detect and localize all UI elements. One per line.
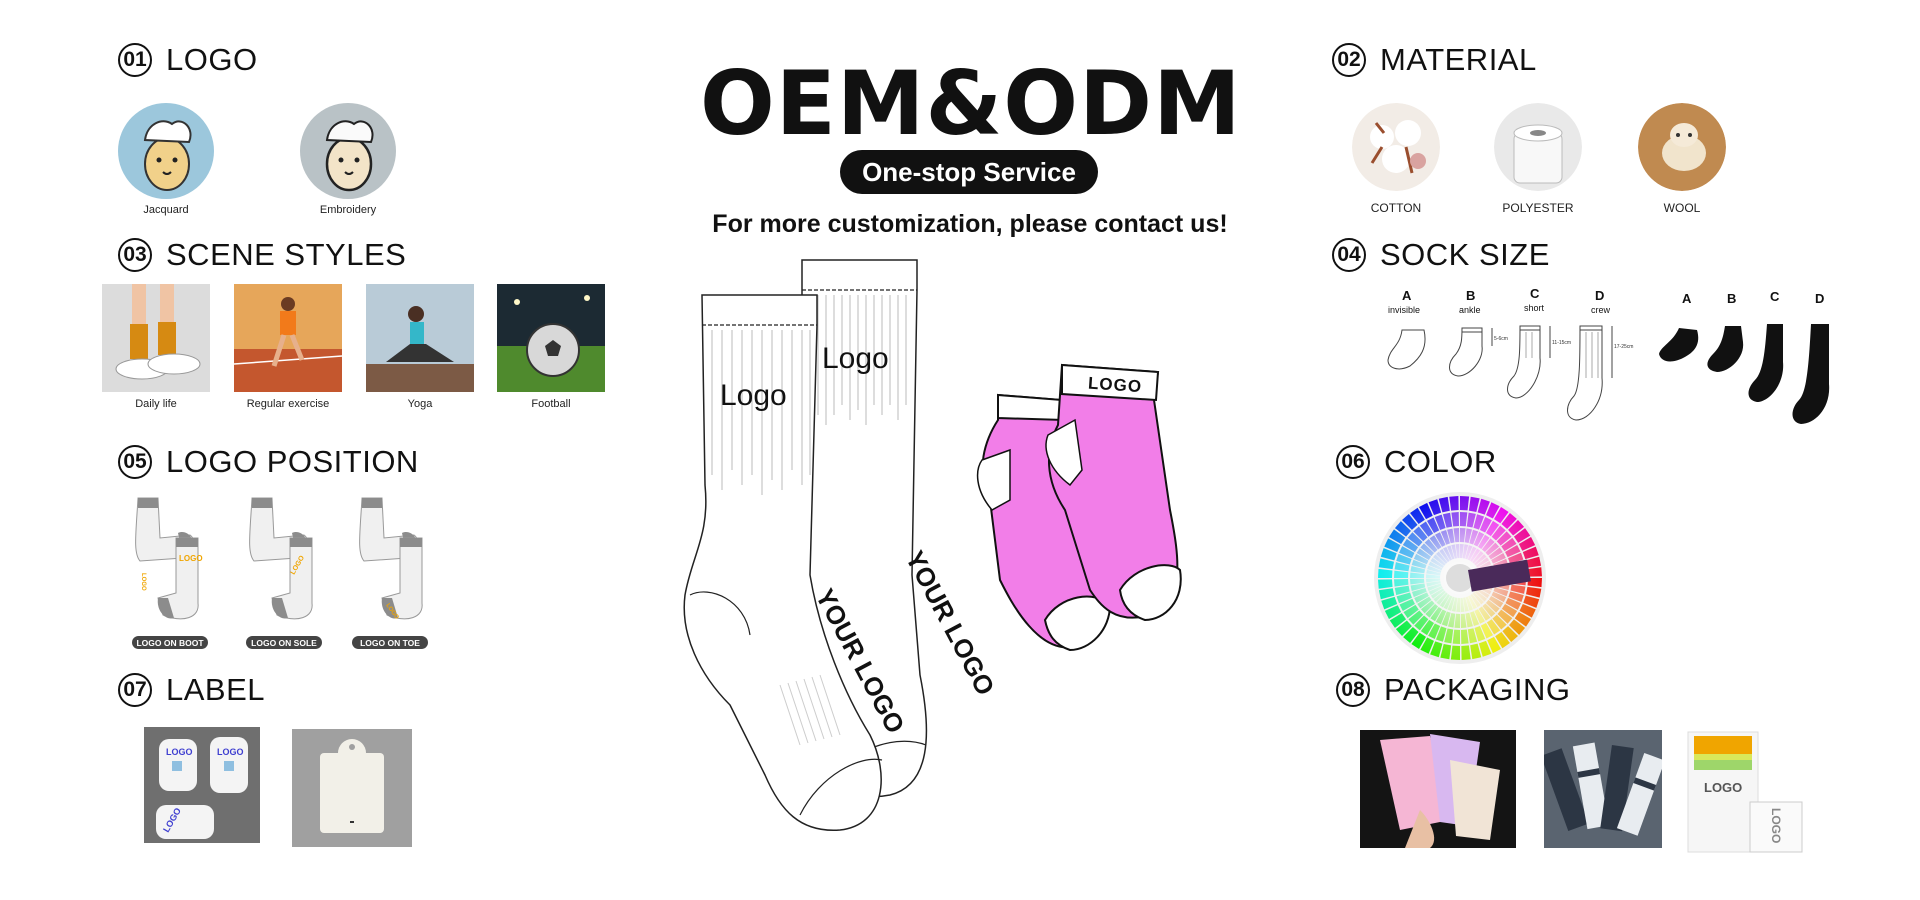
logo-position-toe-image: LOGO	[359, 497, 423, 621]
embroidery-logo-image	[300, 103, 396, 199]
section-title: SCENE STYLES	[166, 237, 407, 272]
caption-cotton: COTTON	[1370, 201, 1422, 215]
section-number: 06	[1336, 445, 1370, 479]
caption-jacquard: Jacquard	[143, 204, 189, 216]
section-logo-header: 01 LOGO	[118, 42, 258, 78]
scene-regular-exercise-image	[234, 284, 342, 392]
caption-polyester: POLYESTER	[1502, 201, 1574, 215]
section-title: PACKAGING	[1384, 672, 1571, 707]
size-letter-a: A	[1402, 288, 1412, 303]
size-letter-d: D	[1595, 288, 1605, 303]
box-logo-text: LOGO	[1704, 780, 1742, 795]
label-logo-tag: LOGO	[166, 747, 193, 757]
packaging-pastel-bags-image	[1360, 730, 1516, 848]
section-packaging-header: 08 PACKAGING	[1336, 672, 1571, 708]
caption-daily-life: Daily life	[135, 398, 177, 410]
section-title: COLOR	[1384, 444, 1497, 479]
section-title: LOGO	[166, 42, 258, 77]
size-name-crew: crew	[1591, 305, 1611, 315]
size-letter-b-black: B	[1727, 291, 1737, 306]
ankle-sock-front: LOGO	[1045, 363, 1182, 622]
section-label-header: 07 LABEL	[118, 672, 265, 708]
section-number: 01	[118, 43, 152, 77]
badge-logo-on-toe: LOGO ON TOE	[352, 636, 428, 649]
size-letter-c-black: C	[1770, 289, 1780, 304]
packaging-sock-bundle-image	[1544, 730, 1662, 848]
size-letter-c: C	[1530, 286, 1540, 301]
caption-football: Football	[531, 398, 571, 410]
polyester-image	[1494, 103, 1582, 191]
ankle-sock-back	[976, 393, 1112, 652]
size-letter-d-black: D	[1815, 291, 1825, 306]
section-number: 05	[118, 445, 152, 479]
contact-line: For more customization, please contact u…	[712, 210, 1228, 238]
scene-football-image	[497, 284, 605, 392]
scene-yoga-image	[366, 284, 474, 392]
caption-yoga: Yoga	[407, 398, 433, 410]
packaging-box-image: LOGO LOGO	[1687, 731, 1803, 853]
section-number: 02	[1332, 43, 1366, 77]
section-number: 04	[1332, 238, 1366, 272]
section-title: LABEL	[166, 672, 266, 707]
size-dim-crew: 17-25cm	[1614, 344, 1633, 350]
position-logo-tag: LOGO	[140, 573, 146, 591]
crew-logo-right: Logo	[822, 342, 889, 375]
section-number: 08	[1336, 673, 1370, 707]
size-letter-b: B	[1466, 288, 1476, 303]
wool-image	[1638, 103, 1726, 191]
size-dim-short: 11-15cm	[1552, 340, 1571, 346]
label-socks-image: LOGO LOGO LOGO	[144, 727, 260, 843]
section-position-header: 05 LOGO POSITION	[118, 444, 419, 480]
label-logo-tag: LOGO	[217, 747, 244, 757]
crew-logo-left: Logo	[720, 379, 787, 412]
size-letter-a-black: A	[1682, 291, 1692, 306]
size-name-short: short	[1524, 303, 1545, 313]
position-logo-tag: LOGO	[179, 554, 203, 563]
logo-position-sole-image: LOGO	[249, 497, 313, 620]
logo-position-boot-image: LOGO LOGO	[135, 497, 203, 620]
one-stop-badge: One-stop Service	[840, 150, 1098, 194]
section-number: 07	[118, 673, 152, 707]
label-hang-tag-image	[292, 729, 412, 847]
jacquard-logo-image	[118, 103, 214, 199]
size-outline-sketches: 5-6cm 11-15cm 17-25cm	[1387, 325, 1633, 421]
caption-regular-exercise: Regular exercise	[246, 398, 330, 410]
crew-socks-illustration: Logo YOUR LOGO Logo YOUR LOGO	[683, 259, 1001, 831]
badge-logo-on-boot: LOGO ON BOOT	[132, 636, 208, 649]
section-scene-header: 03 SCENE STYLES	[118, 237, 406, 273]
cotton-image	[1352, 103, 1440, 191]
ankle-logo: LOGO	[1087, 373, 1142, 396]
section-number: 03	[118, 238, 152, 272]
size-name-ankle: ankle	[1459, 305, 1481, 315]
size-dim-ankle: 5-6cm	[1494, 336, 1508, 342]
section-size-header: 04 SOCK SIZE	[1332, 237, 1550, 273]
section-material-header: 02 MATERIAL	[1332, 42, 1537, 78]
section-title: MATERIAL	[1380, 42, 1537, 77]
color-swatch-wheel	[1374, 492, 1546, 664]
section-color-header: 06 COLOR	[1336, 444, 1497, 480]
scene-daily-life-image	[102, 284, 210, 392]
page-title: OEM&ODM	[700, 52, 1242, 155]
box-side-logo-text: LOGO	[1769, 808, 1783, 843]
section-title: LOGO POSITION	[166, 444, 419, 479]
ankle-socks-illustration: LOGO	[976, 363, 1182, 652]
black-sock-samples	[1659, 324, 1830, 424]
section-title: SOCK SIZE	[1380, 237, 1550, 272]
size-name-invisible: invisible	[1388, 305, 1421, 315]
caption-embroidery: Embroidery	[319, 204, 377, 216]
badge-logo-on-sole: LOGO ON SOLE	[246, 636, 322, 649]
caption-wool: WOOL	[1663, 201, 1701, 215]
